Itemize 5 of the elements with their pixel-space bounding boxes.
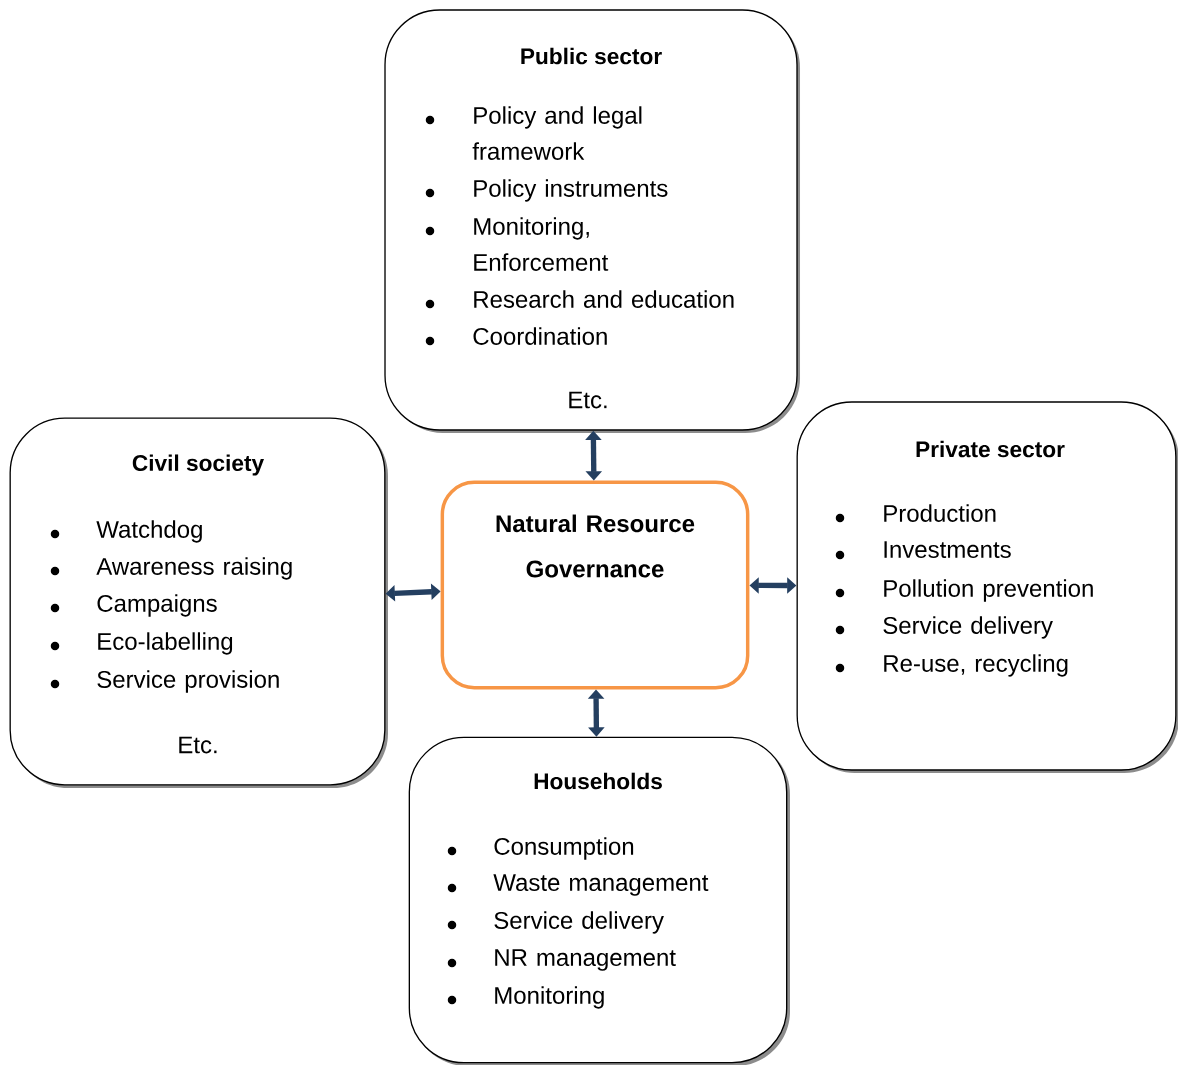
sector-box: Private sector Production Investments Pollution prevention Service delivery Re-use, recycling xyxy=(796,401,1178,773)
center-box: Natural Resource Governance xyxy=(440,480,750,690)
sector-box: Public sector Policy and legal framework Policy instruments Monitoring, Enforcement Research and education Coordination Etc. xyxy=(384,9,800,433)
sector-box: Civil society Watchdog Awareness raising Campaigns Eco-labelling Service provision Etc. xyxy=(9,417,388,788)
sector-box: Households Consumption Waste management Service delivery NR management Monitoring xyxy=(408,736,790,1065)
